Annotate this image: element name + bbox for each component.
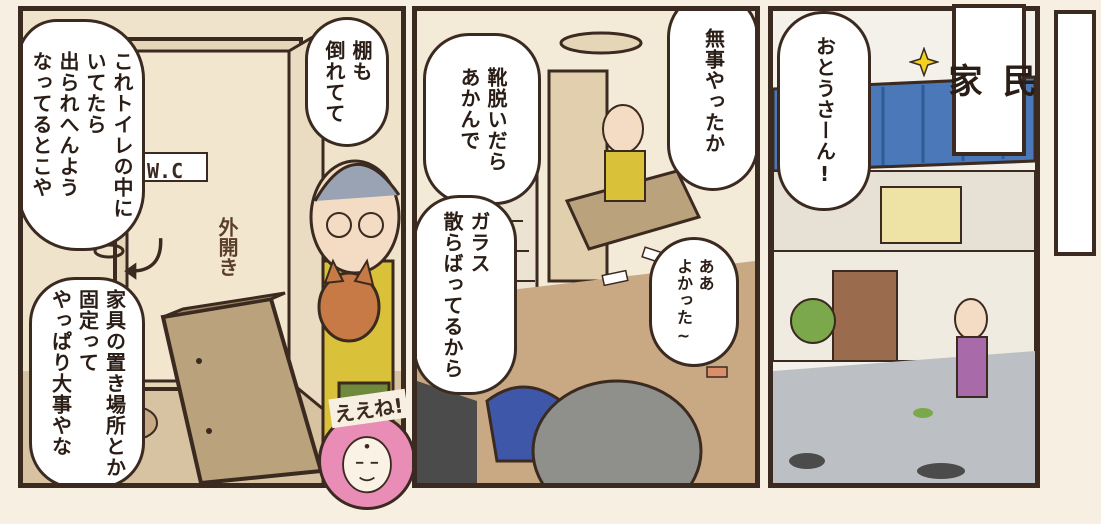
- speech-text-shoes: 靴脱いだら あかんで: [457, 66, 508, 172]
- blank-caption-box: [1054, 10, 1096, 256]
- speech-text-toilet: これトイレの中に いてたら 出られへんよう なってるとこや: [29, 51, 134, 219]
- speech-bubble-shelf: 棚も 倒れてて: [305, 17, 389, 147]
- curved-arrow-icon: [124, 238, 163, 280]
- speech-bubble-glass: ガラス 散らばってるから: [417, 195, 517, 395]
- location-sign-text: 民 家: [942, 62, 1037, 98]
- speech-text-relief: ああ よかった~: [674, 258, 715, 346]
- panel-rescue-scene: 無事やったか 靴脱いだら あかんで ガラス 散らばってるから ああ よかった~: [412, 6, 760, 488]
- speech-text-glass: ガラス 散らばってるから: [440, 211, 491, 379]
- spark-icon: [909, 47, 939, 77]
- speech-bubble-safe: 無事やったか: [667, 11, 755, 191]
- speech-bubble-relief: ああ よかった~: [649, 237, 739, 367]
- buddha-face-icon: [342, 436, 392, 494]
- buddha-badge-icon: [318, 412, 416, 510]
- door-opens-out-note: 外開き: [215, 217, 239, 277]
- speech-bubble-shoes: 靴脱いだら あかんで: [423, 33, 541, 205]
- panel-toilet-scene: W.C 外開き これトイレの中に いてたら 出られへんよう なってるとこや 棚も…: [18, 6, 406, 488]
- wc-sign: W.C: [147, 159, 184, 183]
- speech-text-safe: 無事やったか: [701, 28, 726, 154]
- location-sign: 民 家: [942, 4, 1036, 156]
- speech-text-shelf: 棚も 倒れてて: [322, 40, 373, 124]
- speech-bubble-furniture: 家具の置き場所とか 固定って やっぱり大事やな: [29, 277, 145, 483]
- speech-bubble-toilet: これトイレの中に いてたら 出られへんよう なってるとこや: [23, 19, 145, 251]
- speech-text-call: おとうさーん!: [812, 35, 837, 187]
- speech-bubble-call: おとうさーん!: [777, 11, 871, 211]
- speech-text-furniture: 家具の置き場所とか 固定って やっぱり大事やな: [48, 288, 127, 478]
